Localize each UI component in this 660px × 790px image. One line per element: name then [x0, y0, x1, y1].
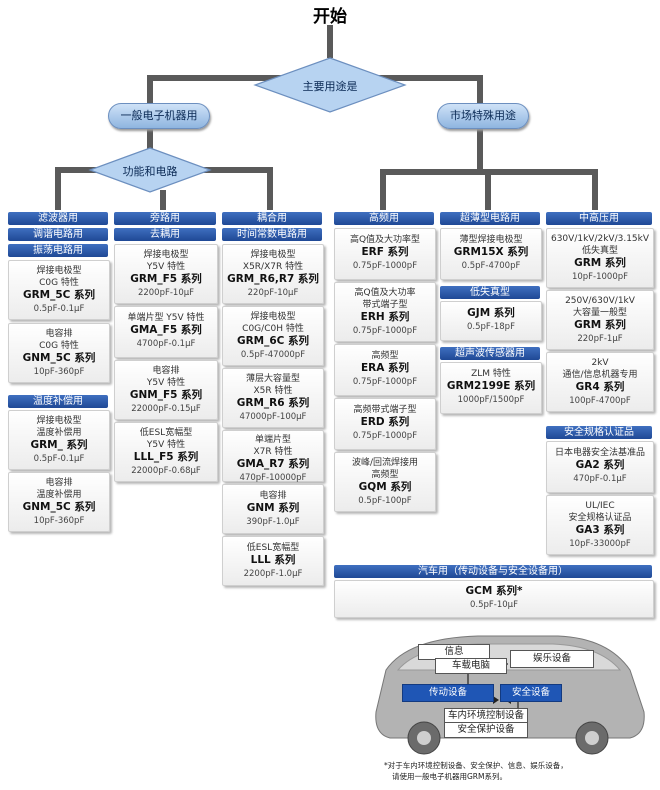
main-decision-label: 主要用途是	[302, 80, 358, 93]
header-tuning: 调谐电路用	[8, 228, 108, 241]
function-decision-diamond	[88, 147, 212, 193]
header-high-freq: 高频用	[334, 212, 434, 225]
header-ultrasonic: 超声波传感器用	[440, 347, 540, 360]
footnote: *对于车内环境控制设备、安全保护、信息、娱乐设备， 请使用一般电子机器用GRM系…	[384, 761, 568, 781]
header-safety-cert: 安全规格认证品	[546, 426, 652, 439]
car-entertainment-box: 娱乐设备	[510, 650, 594, 668]
header-temp-comp: 温度补偿用	[8, 395, 108, 408]
header-coupling: 耦合用	[222, 212, 322, 225]
branch-general-electronics: 一般电子机器用	[108, 103, 210, 129]
branch-special-market: 市场特殊用途	[437, 103, 529, 129]
page-title: 开始	[313, 7, 347, 27]
header-automotive: 汽车用（传动设备与安全设备用）	[334, 565, 652, 578]
header-ultra-thin: 超薄型电路用	[440, 212, 540, 225]
header-filter: 滤波器用	[8, 212, 108, 225]
header-decoupling: 去耦用	[114, 228, 216, 241]
header-mid-high-voltage: 中高压用	[546, 212, 652, 225]
car-pc-box: 车载电脑	[435, 658, 507, 674]
car-safety-box: 安全设备	[500, 684, 562, 702]
header-low-distortion: 低失真型	[440, 286, 540, 299]
car-protection-box: 安全保护设备	[444, 722, 528, 738]
header-oscillation: 振荡电路用	[8, 244, 108, 257]
car-drive-box: 传动设备	[402, 684, 494, 702]
main-decision-diamond	[253, 57, 407, 113]
function-decision-label: 功能和电路	[122, 165, 178, 178]
card-gcm: GCM 系列*0.5pF-10μF	[334, 580, 654, 618]
header-time-constant: 时间常数电路用	[222, 228, 322, 241]
header-bypass: 旁路用	[114, 212, 216, 225]
